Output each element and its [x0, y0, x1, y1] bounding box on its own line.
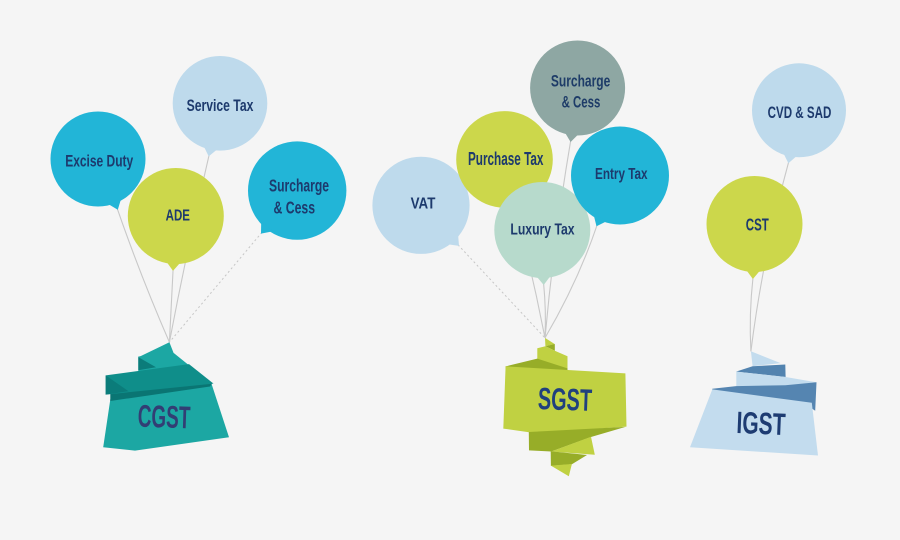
svg-text:CVD & SAD: CVD & SAD: [768, 104, 832, 122]
svg-text:SGST: SGST: [537, 381, 592, 418]
svg-text:Entry Tax: Entry Tax: [595, 166, 648, 183]
svg-text:& Cess: & Cess: [274, 198, 316, 218]
svg-text:CGST: CGST: [137, 398, 191, 436]
svg-text:IGST: IGST: [736, 405, 786, 442]
svg-text:Surcharge: Surcharge: [269, 176, 329, 196]
svg-text:Surcharge: Surcharge: [551, 73, 610, 91]
svg-text:& Cess: & Cess: [562, 94, 601, 112]
svg-text:CST: CST: [746, 215, 769, 235]
svg-text:Purchase Tax: Purchase Tax: [468, 148, 544, 169]
svg-text:VAT: VAT: [411, 195, 436, 212]
svg-text:Excise Duty: Excise Duty: [65, 153, 133, 171]
svg-text:Service Tax: Service Tax: [187, 97, 254, 115]
svg-text:ADE: ADE: [166, 207, 191, 224]
svg-text:Luxury Tax: Luxury Tax: [510, 222, 574, 239]
